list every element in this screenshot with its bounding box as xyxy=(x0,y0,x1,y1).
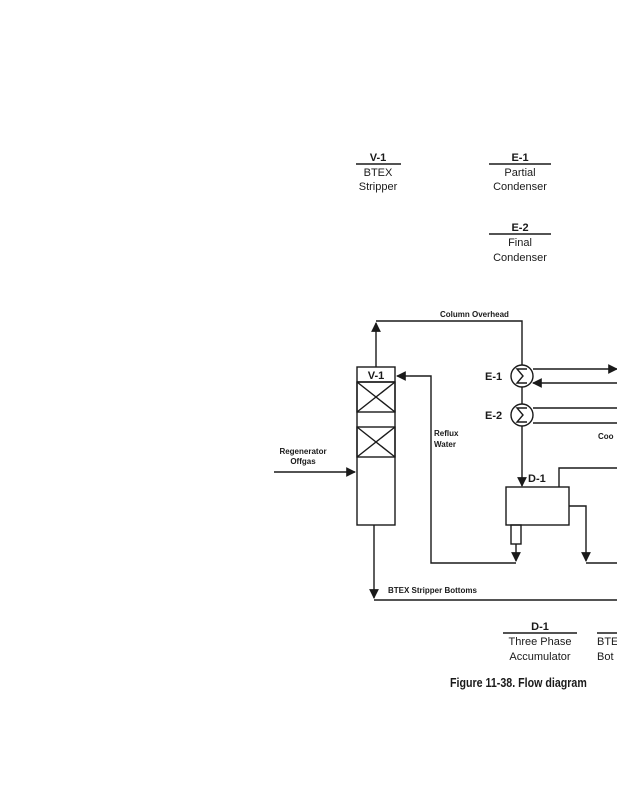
legend-d1-name-1: Three Phase xyxy=(509,636,572,648)
feed-label-2: Offgas xyxy=(290,457,316,466)
legend-d1-tag: D-1 xyxy=(531,621,549,633)
reflux-label-1: Reflux xyxy=(434,429,459,438)
legend-v1-name-2: Stripper xyxy=(359,181,398,193)
legend-e1: E-1 Partial Condenser xyxy=(489,152,551,193)
column-overhead-label: Column Overhead xyxy=(440,310,509,319)
stream-reflux-water: Reflux Water xyxy=(396,371,521,564)
stream-drum-vapor xyxy=(558,467,617,487)
bottoms-label: BTEX Stripper Bottoms xyxy=(388,586,477,595)
column-v1: V-1 xyxy=(356,366,396,526)
legend-v1: V-1 BTEX Stripper xyxy=(356,152,401,193)
stream-column-overhead: Column Overhead xyxy=(371,310,523,367)
exchanger-e1: E-1 xyxy=(485,364,534,388)
legend-e1-name-2: Condenser xyxy=(493,181,547,193)
drum-tag: D-1 xyxy=(528,473,546,485)
exchanger-e1-symbol xyxy=(515,368,527,384)
legend-d1-name-2: Accumulator xyxy=(509,651,570,663)
stream-bottoms: BTEX Stripper Bottoms xyxy=(369,525,617,601)
figure-caption: Figure 11-38. Flow diagram xyxy=(450,675,587,690)
legend-e2-name-1: Final xyxy=(508,237,532,249)
coolant-lines: Coo xyxy=(532,364,617,441)
legend-bottoms-partial: BTE Bot xyxy=(597,632,617,663)
drum-boot xyxy=(510,524,522,545)
legend-bottoms-name-2: Bot xyxy=(597,651,614,663)
reflux-label-2: Water xyxy=(434,440,456,449)
feed-label-1: Regenerator xyxy=(279,447,326,456)
legend-e2: E-2 Final Condenser xyxy=(489,222,551,264)
stream-feed: Regenerator Offgas xyxy=(274,447,356,477)
packed-bed-upper xyxy=(356,381,396,413)
column-tag: V-1 xyxy=(368,370,385,382)
legend-e1-name-1: Partial xyxy=(504,167,535,179)
legend-e2-tag: E-2 xyxy=(511,222,528,234)
exchanger-e2: E-2 xyxy=(485,403,534,427)
legend-e2-name-2: Condenser xyxy=(493,252,547,264)
legend-e1-tag: E-1 xyxy=(511,152,528,164)
exchanger-e2-symbol xyxy=(515,407,527,423)
stream-drum-organic xyxy=(569,505,617,564)
legend-d1: D-1 Three Phase Accumulator xyxy=(503,621,577,663)
exchanger-e2-tag: E-2 xyxy=(485,410,502,422)
coolant-label: Coo xyxy=(598,432,614,441)
legend-v1-tag: V-1 xyxy=(370,152,387,164)
exchanger-e1-tag: E-1 xyxy=(485,371,502,383)
drum-body xyxy=(505,486,570,526)
packed-bed-lower xyxy=(356,426,396,458)
column-shell xyxy=(356,366,396,526)
legend-v1-name-1: BTEX xyxy=(364,167,393,179)
legend-bottoms-name-1: BTE xyxy=(597,636,617,648)
